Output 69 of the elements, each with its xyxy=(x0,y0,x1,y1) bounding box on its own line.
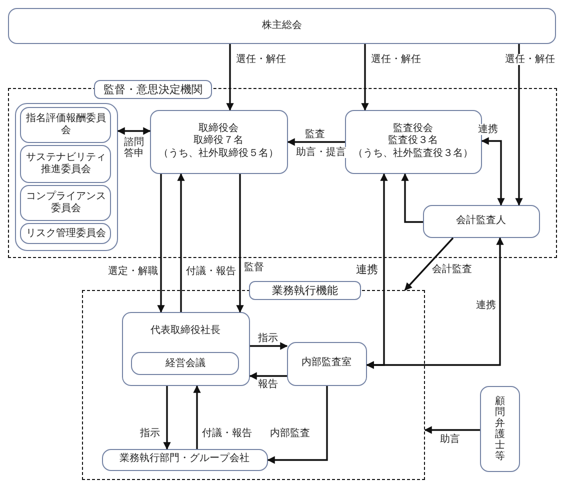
edge-label: 連携 xyxy=(478,124,498,135)
meeting-box xyxy=(8,8,556,44)
arrow xyxy=(117,127,151,135)
box-title: 会計監査人 xyxy=(456,214,506,228)
arrow xyxy=(424,426,480,434)
arrow xyxy=(287,138,345,146)
box-title: 経営会議 xyxy=(165,358,206,370)
edge-label: 会計監査 xyxy=(432,264,472,275)
edge-label: 付議・報告 xyxy=(202,428,252,439)
arrow xyxy=(250,342,288,350)
org-box xyxy=(122,312,250,386)
arrow xyxy=(404,237,454,291)
arrow xyxy=(236,174,244,313)
edge-label: 諮問答申 xyxy=(124,137,144,159)
org-box xyxy=(20,145,112,184)
arrow xyxy=(361,44,369,111)
box-text: 監査役３名 xyxy=(388,135,438,148)
arrow xyxy=(163,386,171,450)
arrow xyxy=(177,173,185,312)
edge-label: 指示 xyxy=(140,428,160,439)
edge-label: 監督 xyxy=(244,262,264,273)
box-title: 代表取締役社長 xyxy=(150,324,221,338)
edge-label: 選任・解任 xyxy=(371,54,421,65)
org-box xyxy=(422,204,540,238)
edge-label: 報告 xyxy=(258,379,278,390)
box-text: （うち、社外監査役３名） xyxy=(353,148,474,160)
note-text: 助言・提言 xyxy=(296,147,346,158)
edge-label: 助言 xyxy=(440,434,460,445)
box-title: サステナビリティ推進委員会 xyxy=(24,152,107,177)
edge-label: 選任・解任 xyxy=(505,54,555,65)
arrow xyxy=(226,44,234,111)
box-title: コンプライアンス委員会 xyxy=(24,190,107,216)
org-box xyxy=(20,185,112,222)
arrow xyxy=(366,173,388,369)
box-title: 顧問弁護士等 xyxy=(495,396,505,462)
org-box xyxy=(480,386,520,472)
edge-label: 連携 xyxy=(356,264,378,276)
edge-label: 監査 xyxy=(305,129,325,140)
org-box xyxy=(286,342,367,386)
arrow xyxy=(401,173,423,223)
arrow xyxy=(481,137,505,206)
org-box xyxy=(131,352,240,376)
committee-panel xyxy=(14,102,118,251)
arrow xyxy=(515,44,523,206)
arrow xyxy=(267,386,328,464)
arrow xyxy=(193,385,201,449)
org-box xyxy=(102,448,268,471)
box-title: 業務執行部門・グループ会社 xyxy=(120,453,250,466)
org-box xyxy=(150,110,288,174)
group-heading: 監督・意思決定機関 xyxy=(94,80,212,99)
arrow xyxy=(249,372,287,380)
org-box xyxy=(20,107,112,144)
box-title: 内部監査室 xyxy=(302,357,352,370)
edge-label: 連携 xyxy=(476,300,496,311)
org-box xyxy=(20,223,112,244)
edge-label: 内部監査 xyxy=(270,428,310,439)
edge-label: 選定・解職 xyxy=(108,266,158,277)
edge-label: 指示 xyxy=(258,333,278,344)
box-text: （うち、社外取締役５名） xyxy=(158,148,279,160)
box-title: 取締役会 xyxy=(198,122,239,134)
box-title: リスク管理委員会 xyxy=(26,228,106,240)
edge-label: 選任・解任 xyxy=(236,54,286,65)
arrow xyxy=(157,174,165,313)
edge-label: 付議・報告 xyxy=(186,266,236,277)
box-text: 取締役７名 xyxy=(194,135,244,148)
group-heading: 業務執行機能 xyxy=(249,281,361,300)
box-title: 指名評価報酬委員会 xyxy=(24,112,107,138)
box-title: 株主総会 xyxy=(262,20,302,32)
box-title: 監査役会 xyxy=(393,122,434,134)
